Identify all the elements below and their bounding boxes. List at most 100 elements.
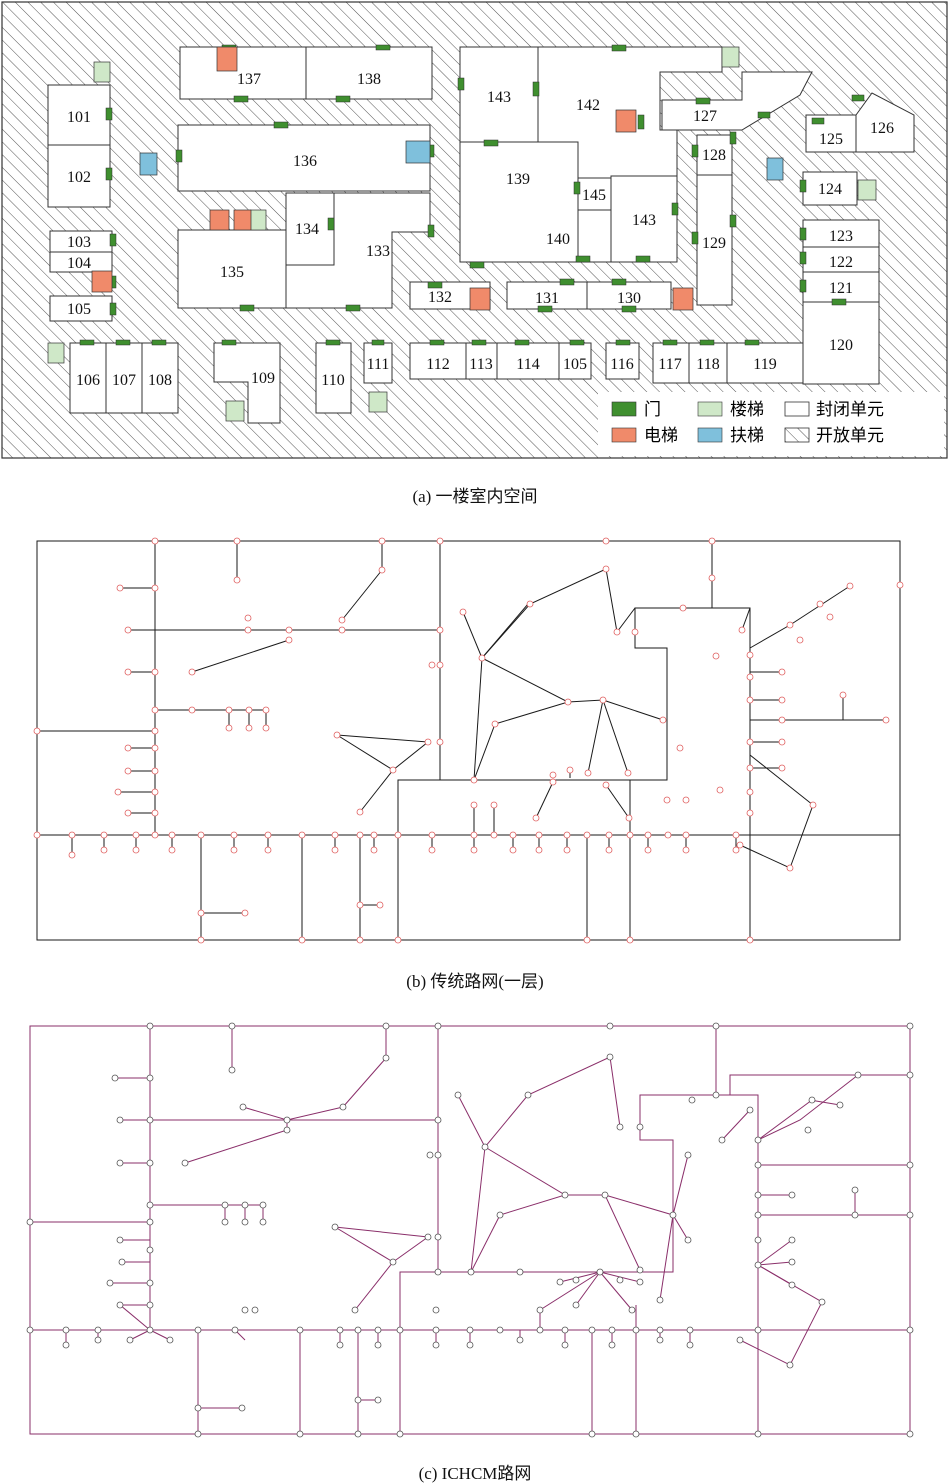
network-node <box>656 1326 664 1334</box>
network-node <box>466 1341 474 1349</box>
network-edge <box>149 1329 171 1341</box>
room-130 <box>586 281 672 310</box>
legend-elevator-swatch <box>611 427 637 443</box>
room-label-145: 145 <box>582 187 606 204</box>
legend-door-swatch <box>611 401 637 417</box>
room-label-111: 111 <box>367 356 390 373</box>
network-edge <box>757 1099 813 1141</box>
network-node <box>606 1053 614 1061</box>
network-node <box>436 537 444 545</box>
network-node <box>194 1430 202 1438</box>
network-node <box>424 738 432 746</box>
network-node <box>778 668 786 676</box>
network-node <box>561 1326 569 1334</box>
network-node <box>296 1430 304 1438</box>
network-node <box>516 1268 524 1276</box>
door-marker <box>175 149 183 163</box>
network-node <box>118 1258 126 1266</box>
room-104 <box>49 251 113 273</box>
escalator-marker <box>405 140 431 164</box>
network-node <box>631 628 639 636</box>
network-node <box>524 1091 532 1099</box>
room-138 <box>305 46 433 100</box>
network-node <box>428 831 436 839</box>
room-127 <box>661 71 813 131</box>
map-features <box>47 44 877 422</box>
network-node <box>588 1326 596 1334</box>
room-label-109: 109 <box>251 370 275 387</box>
door-marker <box>691 144 699 158</box>
room-label-102: 102 <box>67 169 91 186</box>
network-node <box>712 652 720 660</box>
stair-marker <box>721 46 740 68</box>
room-113 <box>465 342 498 380</box>
door-marker <box>483 139 499 147</box>
door-marker <box>105 107 113 121</box>
network-node <box>231 1326 239 1334</box>
network-node <box>535 831 543 839</box>
network-node <box>151 537 159 545</box>
door-marker <box>621 305 637 313</box>
network-edge <box>587 699 604 774</box>
network-node <box>882 716 890 724</box>
network-node <box>644 846 652 854</box>
room-label-101: 101 <box>67 109 91 126</box>
room-label-134: 134 <box>295 221 319 238</box>
network-node <box>151 727 159 735</box>
network-node <box>151 584 159 592</box>
network-edge <box>757 1261 793 1266</box>
network-node <box>26 1326 34 1334</box>
network-node <box>906 1022 914 1030</box>
network-edge <box>342 1026 387 1108</box>
network-node <box>351 1306 359 1314</box>
door-marker <box>79 339 95 346</box>
network-node <box>194 1326 202 1334</box>
door-marker <box>375 44 391 51</box>
legend-closed-unit-label: 封闭单元 <box>816 400 884 419</box>
escalator-marker <box>139 152 158 176</box>
legend-door-label: 门 <box>644 400 661 419</box>
network-node <box>786 621 794 629</box>
network-node <box>374 1396 382 1404</box>
network-node <box>602 565 610 573</box>
network-node <box>126 1336 134 1344</box>
door-marker <box>105 167 113 181</box>
network-node <box>146 1218 154 1226</box>
network-node <box>151 809 159 817</box>
network-node <box>788 1236 796 1244</box>
door-marker <box>221 339 237 346</box>
network-node <box>906 1430 914 1438</box>
door-marker <box>469 261 485 269</box>
legend: 门 楼梯 封闭单元 电梯 扶梯 开放单元 <box>598 392 944 456</box>
network-node <box>626 831 634 839</box>
network-node <box>116 1236 124 1244</box>
network-node <box>682 831 690 839</box>
network-node <box>738 626 746 634</box>
door-marker <box>335 95 351 103</box>
network-node <box>285 626 293 634</box>
network-node <box>746 936 754 944</box>
room-label-122: 122 <box>829 254 853 271</box>
network-node <box>389 766 397 774</box>
stair-marker <box>93 61 111 83</box>
network-node <box>596 1268 604 1276</box>
network-node <box>151 788 159 796</box>
door-marker <box>532 81 540 97</box>
network-edge <box>481 568 618 659</box>
legend-open-unit-swatch <box>784 427 810 443</box>
room-136 <box>177 124 431 192</box>
network-node <box>682 796 690 804</box>
room-126 <box>855 92 915 153</box>
door-marker <box>537 305 553 313</box>
door-marker <box>239 304 255 312</box>
network-node <box>466 1326 474 1334</box>
room-label-117: 117 <box>658 356 681 373</box>
network-node <box>356 808 364 816</box>
network-node <box>636 1266 644 1274</box>
room-label-114: 114 <box>516 356 539 373</box>
door-marker <box>744 339 760 346</box>
network-node <box>241 909 249 917</box>
elevator-marker <box>216 46 238 72</box>
door-marker <box>471 339 487 346</box>
network-node <box>68 831 76 839</box>
